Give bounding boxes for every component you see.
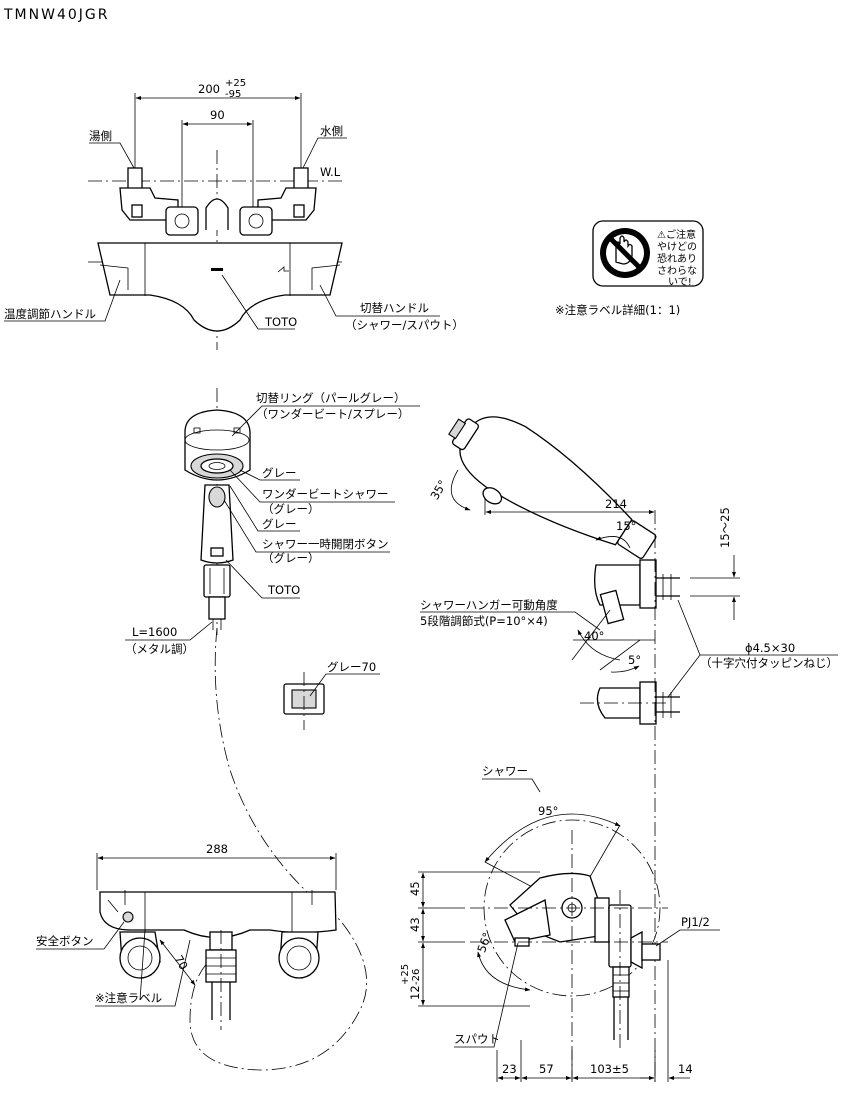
pipe-thread-label: PJ1/2 (681, 915, 710, 929)
side-view: 95° 45 43 12 + (400, 764, 720, 1082)
hose-type-label: （メタル調） (125, 642, 194, 656)
warn-line-5: いで! (668, 277, 692, 288)
dim-70: 70 (171, 953, 190, 973)
dim-inner: 90 (210, 108, 225, 122)
showerhead-brand-label: TOTO (267, 583, 300, 597)
screw-type-label: （十字穴付タッピンねじ） (700, 656, 838, 670)
angle-40: 40° (584, 629, 604, 643)
onoff-button-label: シャワー一時開閉ボタン (262, 537, 389, 551)
showerhead-view: 切替リング（パールグレー） （ワンダービート/スプレー） グレー ワンダービート… (125, 388, 420, 656)
dim-outer-tol-minus: -95 (225, 89, 241, 100)
dim-12-tol-minus: -26 (411, 969, 422, 985)
gray-label-2: グレー (262, 517, 297, 531)
label-detail-caption: ※注意ラベル詳細(1：1) (555, 303, 680, 317)
angle-95: 95° (538, 804, 558, 818)
warn-line-1: ⚠ご注意 (657, 228, 696, 241)
wonder-beat-sub: （グレー） (262, 502, 320, 516)
front-brand-label: TOTO (264, 315, 297, 329)
model-number: TMNW40JGR (3, 7, 109, 23)
hose-length-label: L=1600 (132, 625, 177, 639)
dim-214: 214 (605, 497, 627, 511)
dim-15-25: 15～25 (718, 507, 732, 548)
warn-line-4: さわらな (657, 265, 697, 277)
caution-label-callout: ※注意ラベル (95, 991, 162, 1005)
onoff-button-sub: （グレー） (262, 551, 320, 565)
switch-handle-label: 切替ハンドル (360, 301, 429, 315)
hanger-view: 214 15° 35° 15～25 40° 5° シャワーハンガー可動角度 5段… (420, 416, 838, 1085)
dim-288: 288 (206, 842, 228, 856)
hanger-movable-label: シャワーハンガー可動角度 (420, 598, 558, 612)
switch-ring-label: 切替リング（パールグレー） (256, 391, 406, 405)
dim-43: 43 (408, 917, 422, 932)
hose-clip: グレー70 (283, 660, 380, 730)
temp-handle-label: 温度調節ハンドル (4, 307, 96, 321)
wonder-beat-label: ワンダービートシャワー (262, 487, 389, 501)
dim-103: 103±5 (590, 1062, 629, 1076)
dim-23: 23 (502, 1062, 517, 1076)
angle-15: 15° (616, 519, 636, 533)
spout-label: スパウト (454, 1032, 500, 1046)
clip-color-label: グレー70 (327, 660, 376, 674)
screw-size-label: ϕ4.5×30 (745, 641, 795, 655)
hose-path (189, 627, 368, 1071)
dim-12: 12 (408, 985, 422, 1000)
gray-label-1: グレー (262, 466, 297, 480)
dim-outer: 200 (198, 82, 220, 96)
dim-outer-tol-plus: +25 (225, 78, 246, 89)
bottom-view: 288 70 安全ボタン ※注意ラベル (36, 842, 337, 1030)
cold-side-label: 水側 (320, 124, 343, 138)
front-view: 200 +25 -95 90 湯側 水側 W.L (4, 78, 464, 350)
switch-handle-sub: （シャワー/スパウト） (345, 318, 464, 332)
angle-5: 5° (628, 653, 641, 667)
water-level-label: W.L (320, 165, 341, 179)
angle-35: 35° (427, 478, 449, 503)
dim-14: 14 (678, 1062, 693, 1076)
shower-label: シャワー (482, 764, 528, 778)
switch-ring-sub: （ワンダービート/スプレー） (256, 407, 409, 421)
dim-57: 57 (539, 1062, 554, 1076)
hot-side-label: 湯側 (89, 129, 112, 143)
hanger-steps-label: 5段階調節式(P=10°×4) (420, 614, 548, 628)
angle-56: 56° (474, 930, 494, 954)
warn-line-3: 恐れあり (657, 253, 697, 265)
caution-label-detail: ⚠ご注意 やけどの 恐れあり さわらな いで! ※注意ラベル詳細(1：1) (555, 220, 704, 317)
dim-45: 45 (408, 881, 422, 896)
warn-line-2: やけどの (657, 241, 697, 253)
safety-button-label: 安全ボタン (36, 934, 94, 948)
dim-12-tol-plus: +25 (400, 964, 411, 985)
